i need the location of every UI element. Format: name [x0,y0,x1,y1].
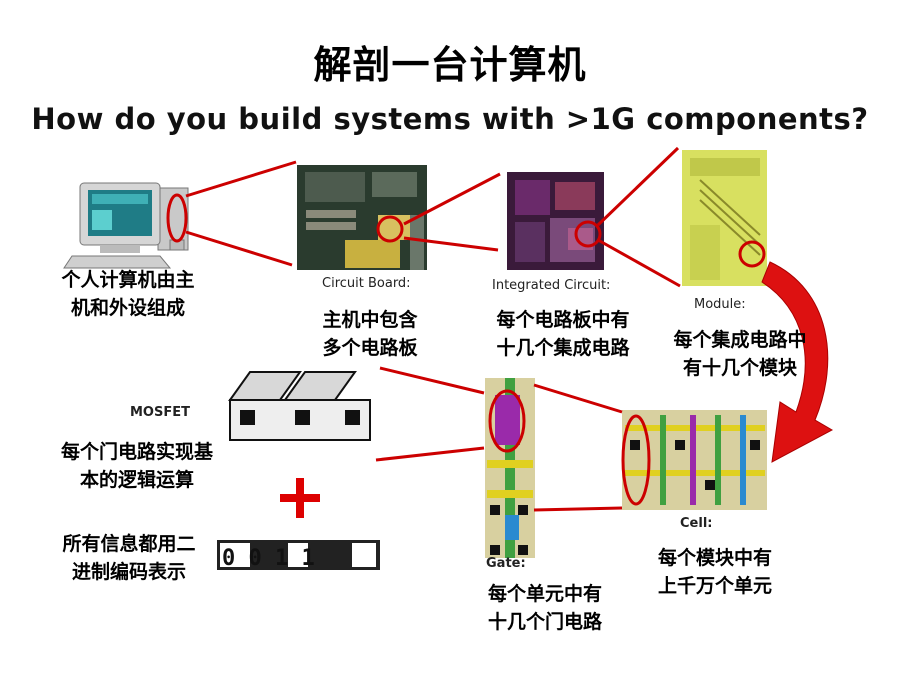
gate-image [485,378,535,558]
circuit-board-image [297,165,427,270]
caption-module-line2: 有十几个模块 [682,357,797,379]
caption-board-line1: 主机中包含 [322,309,418,331]
cell-image [622,410,767,510]
caption-binary: 所有信息都用二 进制编码表示 [44,530,214,586]
caption-cell-line2: 上千万个单元 [657,575,772,597]
caption-gate-line2: 十几个门电路 [487,611,602,633]
page-title: 解剖一台计算机 [313,43,587,87]
mosfet-image [222,368,372,448]
caption-cell-line1: 每个模块中有 [657,547,772,569]
caption-gate: 每个单元中有 十几个门电路 [470,580,620,636]
caption-pc-line1: 个人计算机由主 [61,269,195,291]
label-cell: Cell: [680,516,713,531]
label-integrated-circuit: Integrated Circuit: [492,278,611,293]
caption-ic-line1: 每个电路板中有 [496,309,630,331]
caption-board: 主机中包含 多个电路板 [310,306,430,362]
module-image [682,150,767,286]
label-circuit-board: Circuit Board: [322,276,411,291]
curved-arrow-icon [761,261,834,463]
label-mosfet: MOSFET [130,405,190,420]
caption-pc: 个人计算机由主 机和外设组成 [48,266,208,322]
caption-gate-line1: 每个单元中有 [487,583,602,605]
caption-binary-line1: 所有信息都用二 [62,533,196,555]
caption-gate-function: 每个门电路实现基 本的逻辑运算 [42,438,232,494]
caption-gate-function-line2: 本的逻辑运算 [79,469,194,491]
caption-ic: 每个电路板中有 十几个集成电路 [478,306,648,362]
caption-module: 每个集成电路中 有十几个模块 [655,326,825,382]
pc-image [63,182,189,269]
caption-binary-line2: 进制编码表示 [71,561,186,583]
caption-pc-line2: 机和外设组成 [70,297,185,319]
highlight-circles [166,193,766,506]
binary-digits: 0 0 1 1 [222,546,315,571]
binary-image [217,540,380,570]
caption-gate-function-line1: 每个门电路实现基 [60,441,213,463]
label-module: Module: [694,297,746,312]
plus-icon [280,478,320,518]
label-gate: Gate: [486,556,526,571]
caption-module-line1: 每个集成电路中 [673,329,807,351]
page-subtitle: How do you build systems with >1G compon… [31,102,869,136]
connector-lines [185,146,681,512]
caption-ic-line2: 十几个集成电路 [496,337,630,359]
caption-cell: 每个模块中有 上千万个单元 [640,544,790,600]
caption-board-line2: 多个电路板 [322,337,418,359]
